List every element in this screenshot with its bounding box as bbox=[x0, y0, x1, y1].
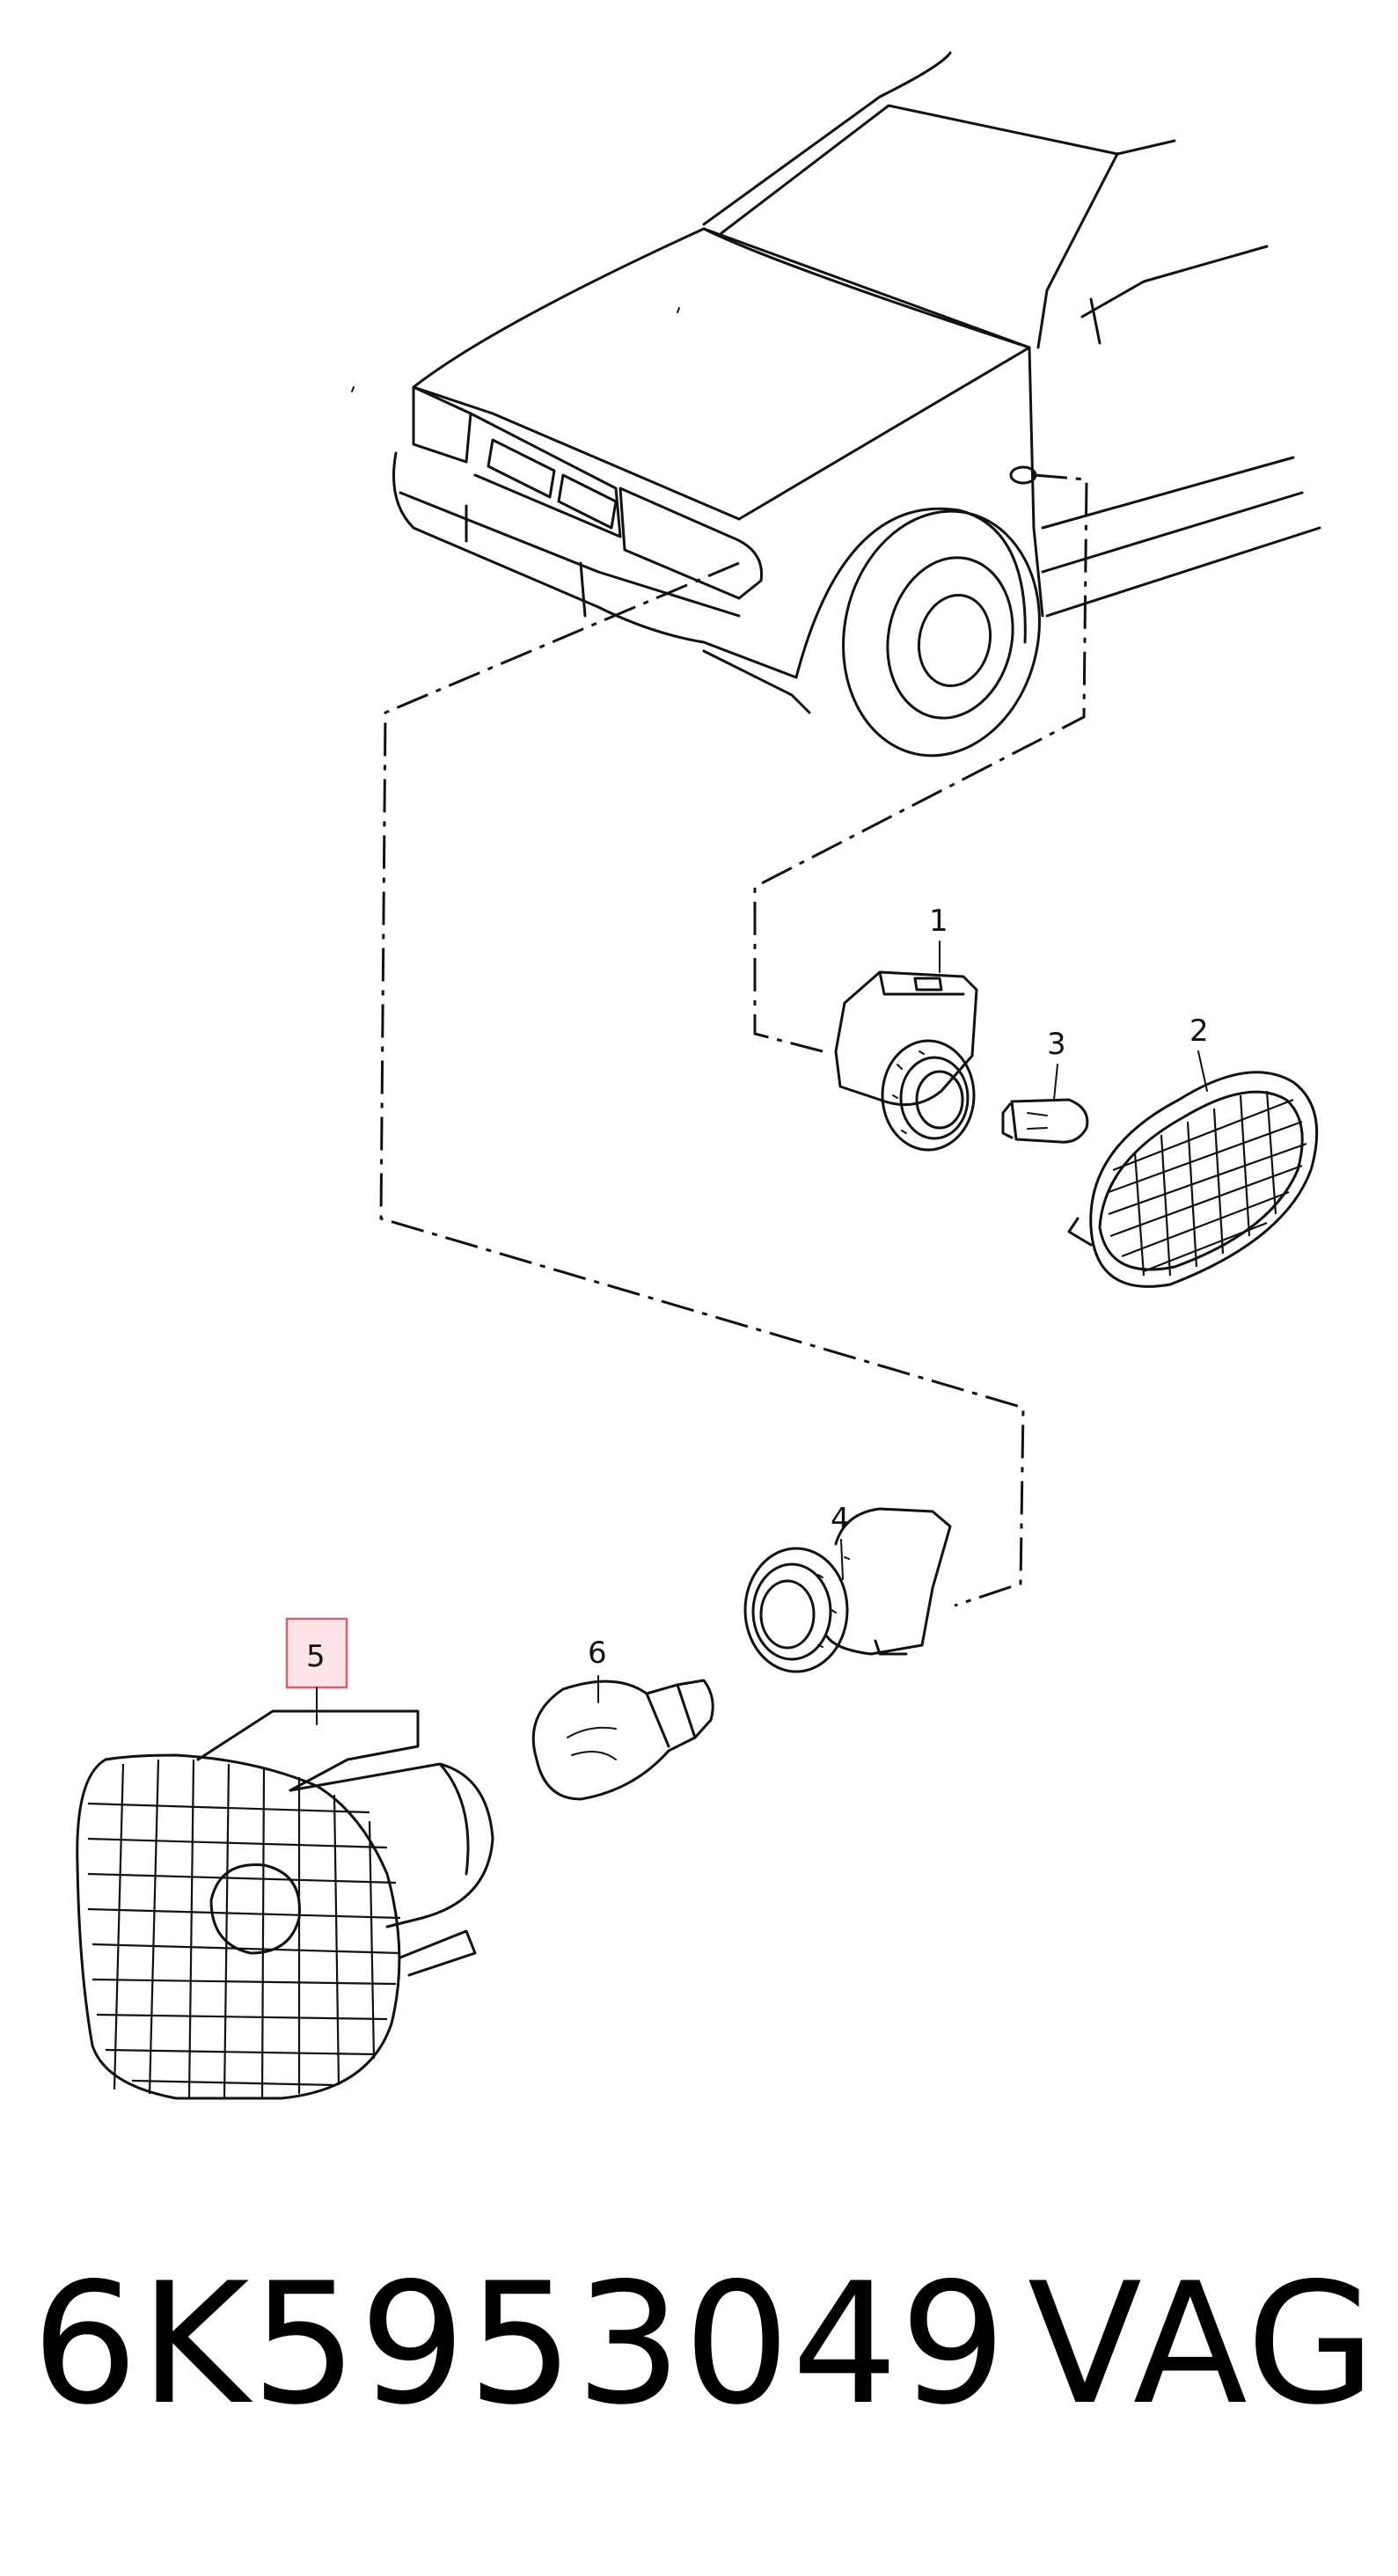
part-number-label: 6K5953049 bbox=[32, 2247, 1008, 2441]
part-4-bulb-holder[interactable] bbox=[743, 1507, 952, 1673]
leader-lines bbox=[379, 473, 1088, 1607]
part-1-lamp-housing[interactable] bbox=[834, 970, 978, 1152]
part-2-side-lens[interactable] bbox=[1067, 1071, 1319, 1288]
callout-1[interactable]: 1 bbox=[929, 904, 948, 973]
footer: 6K5953049 VAG bbox=[0, 2261, 1398, 2490]
callout-label-5: 5 bbox=[306, 1639, 326, 1674]
part-6-bulb[interactable] bbox=[531, 1679, 714, 1801]
callout-5-highlight bbox=[285, 1617, 348, 1689]
callout-5[interactable]: 5 bbox=[285, 1617, 348, 1725]
callout-label-6: 6 bbox=[588, 1636, 607, 1671]
callout-label-1: 1 bbox=[929, 904, 948, 939]
part-5-turn-signal-lamp[interactable] bbox=[76, 1709, 494, 2100]
callout-label-4: 4 bbox=[831, 1502, 850, 1537]
callout-4[interactable]: 4 bbox=[831, 1502, 850, 1580]
callout-2[interactable]: 2 bbox=[1189, 1014, 1209, 1092]
car-illustration bbox=[351, 51, 1321, 757]
callout-label-3: 3 bbox=[1047, 1027, 1066, 1062]
brand-label: VAG bbox=[1028, 2247, 1378, 2441]
callout-label-2: 2 bbox=[1189, 1014, 1209, 1049]
callout-6[interactable]: 6 bbox=[588, 1636, 607, 1703]
callout-3[interactable]: 3 bbox=[1047, 1027, 1066, 1101]
part-3-wedge-bulb[interactable] bbox=[1001, 1098, 1089, 1144]
